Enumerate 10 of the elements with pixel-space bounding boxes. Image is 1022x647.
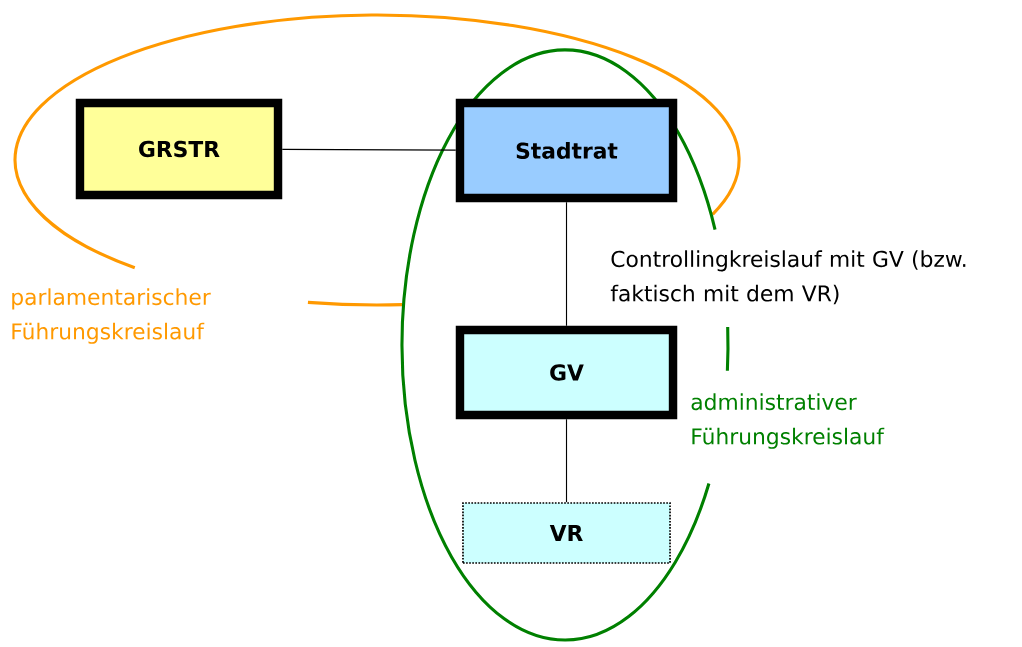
org-box: VR (462, 502, 671, 564)
note-text: Controllingkreislauf mit GV (bzw. faktisch mit dem VR) (610, 250, 966, 305)
connector-line (565, 418, 568, 503)
cycle-label: administrativer Führungskreislauf (691, 393, 885, 449)
org-box: GV (455, 325, 678, 420)
cycle-label: parlamentarischer Führungskreislauf (12, 288, 211, 344)
org-box: Stadtrat (455, 98, 678, 203)
connector-line (565, 201, 568, 327)
connector-line (281, 148, 457, 151)
org-box: GRSTR (75, 98, 283, 200)
